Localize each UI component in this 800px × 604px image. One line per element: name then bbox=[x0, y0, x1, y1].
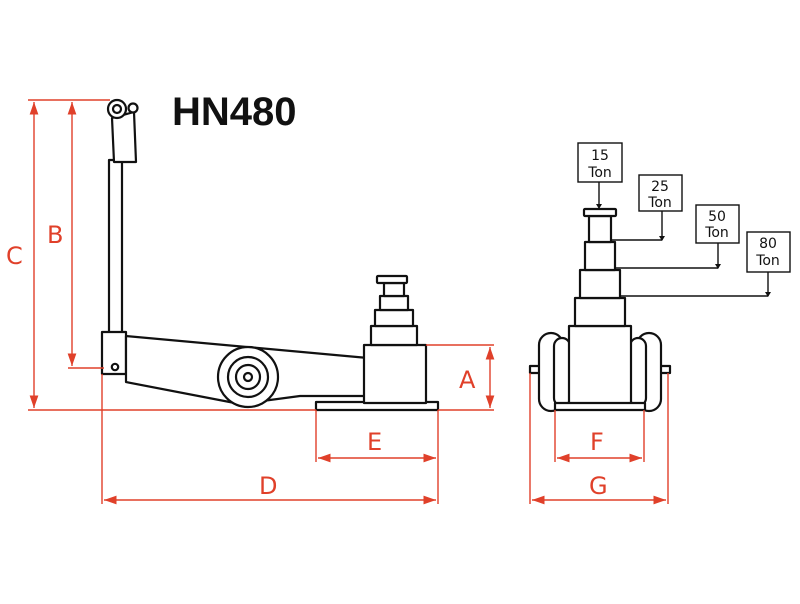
stage-2 bbox=[373, 308, 415, 328]
dimension-f-label: F bbox=[590, 428, 604, 456]
capacity-unit-50: Ton bbox=[704, 225, 729, 241]
capacity-unit-15: Ton bbox=[587, 165, 612, 181]
model-title: HN480 bbox=[172, 90, 297, 134]
saddle bbox=[375, 274, 409, 285]
capacity-unit-80: Ton bbox=[755, 253, 780, 269]
stage-1 bbox=[378, 294, 410, 312]
capacity-unit-25: Ton bbox=[647, 195, 672, 211]
ram bbox=[382, 281, 406, 298]
capacity-value-50: 50 bbox=[708, 209, 726, 225]
handle-socket bbox=[100, 330, 128, 376]
front-main-cylinder bbox=[567, 324, 633, 406]
capacity-box-25 bbox=[638, 174, 683, 212]
dimension-d-label: D bbox=[259, 472, 277, 500]
front-stage-3 bbox=[573, 296, 627, 328]
dimension-c-label: C bbox=[6, 242, 23, 270]
side-dimensions: C B A E D bbox=[6, 99, 495, 505]
front-stage-1 bbox=[583, 240, 617, 272]
handle-tube bbox=[107, 158, 124, 337]
dimension-e-label: E bbox=[367, 428, 382, 456]
capacity-box-15 bbox=[577, 142, 623, 183]
front-stage-2 bbox=[578, 268, 622, 300]
capacity-value-80: 80 bbox=[759, 236, 777, 252]
capacity-leaders: 15 Ton 25 Ton 50 Ton 80 Ton bbox=[577, 142, 791, 297]
front-saddle bbox=[582, 207, 618, 218]
front-ram bbox=[587, 214, 613, 244]
capacity-value-15: 15 bbox=[591, 148, 609, 164]
front-base-plate bbox=[553, 401, 647, 412]
handle-grip bbox=[110, 110, 138, 164]
capacity-box-50 bbox=[695, 204, 740, 244]
stage-3 bbox=[369, 324, 419, 347]
dimension-a-label: A bbox=[459, 366, 476, 394]
dimension-b-label: B bbox=[47, 221, 63, 249]
main-cylinder bbox=[362, 343, 428, 405]
dimension-g-label: G bbox=[589, 472, 608, 500]
front-dimensions: F G bbox=[529, 373, 669, 505]
capacity-value-25: 25 bbox=[651, 179, 669, 195]
side-view bbox=[100, 98, 440, 412]
capacity-box-80 bbox=[746, 231, 791, 273]
front-view bbox=[528, 207, 672, 413]
